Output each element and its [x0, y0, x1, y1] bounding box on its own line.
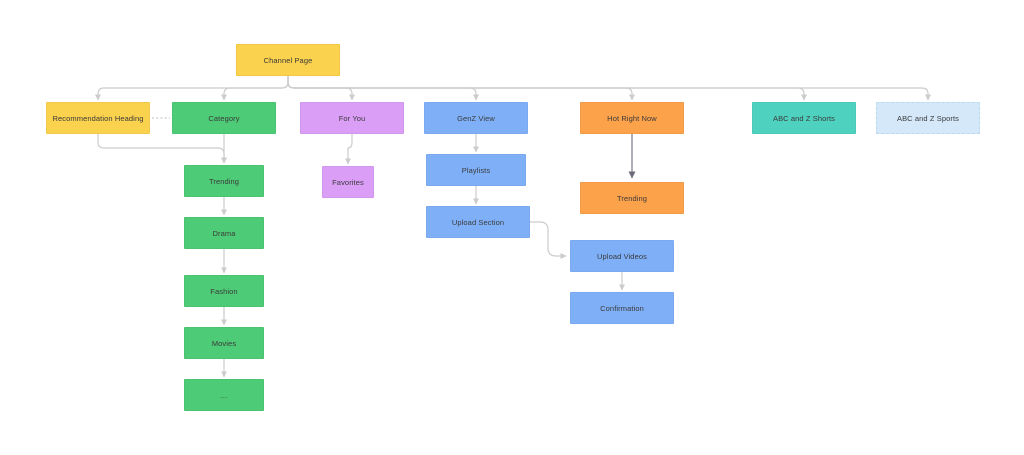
node-label: GenZ View [457, 113, 495, 123]
node-label: Upload Section [451, 217, 505, 227]
node-recommendation-heading[interactable]: Recommendation Heading [46, 102, 150, 134]
node-trending-category[interactable]: Trending [184, 165, 264, 197]
node-fashion[interactable]: Fashion [184, 275, 264, 307]
node-hot-right-now[interactable]: Hot Right Now [580, 102, 684, 134]
node-channel-page[interactable]: Channel Page [236, 44, 340, 76]
node-label: Channel Page [263, 55, 313, 65]
node-label: Movies [211, 338, 237, 348]
node-category[interactable]: Category [172, 102, 276, 134]
node-label: Trending [208, 176, 240, 186]
node-label: Drama [212, 228, 236, 238]
node-label: Upload Videos [597, 251, 647, 261]
node-upload-videos[interactable]: Upload Videos [570, 240, 674, 272]
node-label: Category [208, 113, 240, 123]
node-movies[interactable]: Movies [184, 327, 264, 359]
node-upload-section[interactable]: Upload Section [426, 206, 530, 238]
node-label: Favorites [332, 177, 364, 187]
node-label: ABC and Z Sports [896, 113, 960, 123]
edge-recommendation-heading-to-trending [97, 134, 227, 164]
node-drama[interactable]: Drama [184, 217, 264, 249]
node-abc-and-z-sports[interactable]: ABC and Z Sports [876, 102, 980, 134]
node-label: Recommendation Heading [52, 113, 144, 123]
node-more-ellipsis[interactable]: ... [184, 379, 264, 411]
node-confirmation[interactable]: Confirmation [570, 292, 674, 324]
node-label: Playlists [461, 165, 491, 175]
node-genz-view[interactable]: GenZ View [424, 102, 528, 134]
node-abc-and-z-shorts[interactable]: ABC and Z Shorts [752, 102, 856, 134]
node-trending-hot[interactable]: Trending [580, 182, 684, 214]
node-label: Fashion [210, 286, 238, 296]
node-label: Trending [616, 193, 648, 203]
node-playlists[interactable]: Playlists [426, 154, 526, 186]
node-label: ABC and Z Shorts [772, 113, 836, 123]
node-for-you[interactable]: For You [300, 102, 404, 134]
node-label: Hot Right Now [607, 113, 657, 123]
node-label: Confirmation [600, 303, 644, 313]
edge-for-you-to-favorites [345, 134, 353, 165]
edge-channel-page-to-category [221, 76, 289, 101]
edge-channel-page-to-abc-and-z-sports [287, 76, 931, 101]
node-label: ... [220, 390, 228, 400]
node-favorites[interactable]: Favorites [322, 166, 374, 198]
node-label: For You [338, 113, 366, 123]
edge-upload-section-to-upload-videos [530, 221, 567, 259]
